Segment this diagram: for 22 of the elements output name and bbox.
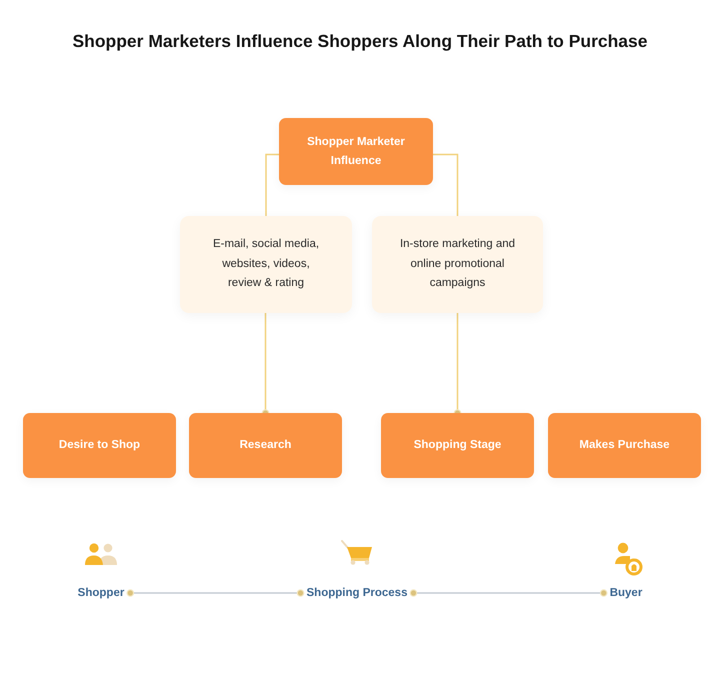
step-box	[189, 413, 342, 478]
box-label: Desire to Shop	[58, 438, 142, 453]
card-text: E-mail, social media, websites, videos, review & rating	[212, 237, 320, 292]
timeline-label: Buyer	[604, 585, 648, 601]
info-card	[372, 216, 543, 313]
box-label: Shopping Stage	[412, 438, 502, 453]
box-label: Research	[238, 438, 292, 453]
box-label: Makes Purchase	[578, 438, 671, 453]
card-text: In-store marketing and online promotional campaigns	[398, 237, 516, 292]
diagram-title: Shopper Marketers Influence Shoppers Along Their Path to Purchase	[71, 30, 649, 52]
step-box	[23, 413, 176, 478]
connector-line	[410, 589, 608, 597]
step-box	[548, 413, 701, 478]
step-box	[279, 118, 433, 185]
timeline-label: Shopper	[72, 585, 130, 601]
connector-line	[433, 154, 458, 216]
connector-line	[126, 589, 304, 597]
box-label: Shopper Marketer Influence	[306, 134, 406, 168]
step-box	[381, 413, 534, 478]
info-card	[180, 216, 352, 313]
timeline-label: Shopping Process	[300, 585, 414, 601]
connector-line	[265, 154, 279, 216]
